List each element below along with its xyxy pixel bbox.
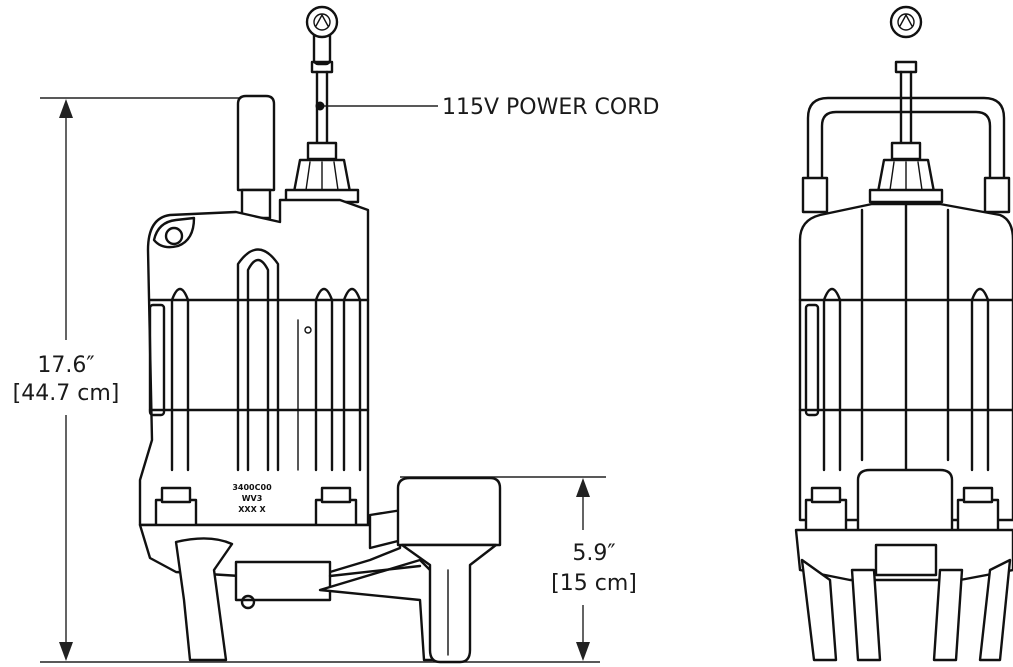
motor-housing-front [798, 202, 1013, 522]
discharge-arrow-bottom [576, 642, 590, 661]
height-arrow-bottom [59, 642, 73, 661]
nameplate-line3: XXX X [238, 505, 266, 514]
height-cm-label: [44.7 cm] [13, 381, 120, 406]
discharge-dimension: 5.9″ [15 cm] [400, 476, 637, 661]
height-inches-label: 17.6″ [37, 353, 94, 378]
pump-side-view: 3400C00 WV3 XXX X [138, 5, 502, 664]
discharge-inches-label: 5.9″ [572, 541, 615, 566]
height-arrow-top [59, 99, 73, 118]
height-dimension: 17.6″ [44.7 cm] [13, 97, 600, 663]
discharge-front [856, 468, 954, 547]
power-cord-callout: 115V POWER CORD [315, 95, 659, 120]
handle-side [236, 94, 276, 220]
pump-front-view [794, 5, 1013, 662]
nameplate-line2: WV3 [242, 494, 263, 503]
discharge-cm-label: [15 cm] [551, 571, 637, 596]
cord-plug-side [305, 5, 339, 147]
discharge-side [368, 476, 502, 664]
discharge-arrow-top [576, 478, 590, 497]
cord-fitting-side [284, 141, 360, 204]
power-cord-label: 115V POWER CORD [442, 95, 659, 120]
nameplate-line1: 3400C00 [232, 483, 272, 492]
volute-base-front [794, 528, 1013, 662]
handle-front [801, 96, 1011, 214]
cord-fitting-front [868, 141, 944, 204]
motor-housing-side: 3400C00 WV3 XXX X [138, 198, 370, 527]
volute-base-side [138, 523, 442, 662]
cord-plug-front [889, 5, 923, 147]
